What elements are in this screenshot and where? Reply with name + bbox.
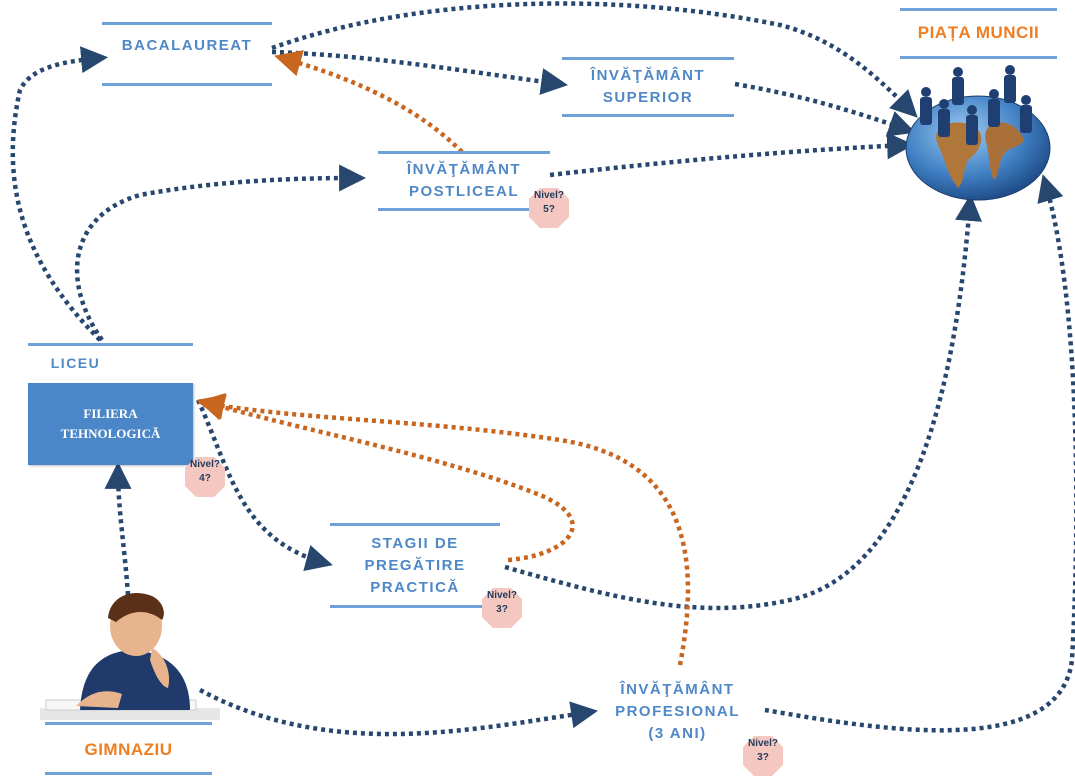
nivel-badge-stagii-num: 3? xyxy=(496,604,508,615)
nivel-badge-profesional: Nivel? 3? xyxy=(741,734,785,778)
filiera-label-line2: TEHNOLOGICĂ xyxy=(60,426,161,441)
arrow-bacalaureat-piata xyxy=(271,1,918,118)
bacalaureat-label: BACALAUREAT xyxy=(121,37,253,54)
node-invatamant-superior: ÎNVĂŢĂMÂNT SUPERIOR xyxy=(562,57,734,117)
gimnaziu-rule-top xyxy=(45,722,212,725)
profesional-label-line2: PROFESIONAL xyxy=(615,703,740,720)
arrow-gimnaziu-profesional xyxy=(198,688,599,737)
nivel-badge-stagii: Nivel? 3? xyxy=(480,586,524,630)
piata-muncii-title: PIAȚA MUNCII xyxy=(917,23,1040,42)
piata-muncii-rule-top xyxy=(900,8,1057,11)
gimnaziu-title: GIMNAZIU xyxy=(84,740,173,759)
arrow-profesional-piata xyxy=(764,174,1075,733)
postliceal-label-line2: POSTLICEAL xyxy=(408,183,519,200)
nivel-badge-profesional-num: 3? xyxy=(757,752,769,763)
thinking-student-icon xyxy=(40,592,220,720)
nivel-badge-stagii-word: Nivel? xyxy=(486,590,517,601)
arrow-postliceal-bacalaureat xyxy=(274,50,464,154)
arrow-postliceal-piata xyxy=(549,132,915,178)
arrow-stagii-filiera xyxy=(197,394,575,563)
nivel-badge-filiera-num: 4? xyxy=(199,473,211,484)
nivel-badge-profesional-word: Nivel? xyxy=(747,738,778,749)
filiera-label-line1: FILIERA xyxy=(83,406,138,421)
node-filiera-tehnologica: FILIERA TEHNOLOGICĂ xyxy=(28,383,193,465)
piata-muncii-rule-bottom xyxy=(900,56,1057,59)
arrow-superior-piata xyxy=(734,81,916,137)
nivel-badge-filiera: Nivel? 4? xyxy=(183,455,227,499)
arrow-stagii-piata xyxy=(504,193,982,611)
stagii-label-line2: PREGĂTIRE xyxy=(364,556,466,574)
profesional-label-line3: (3 ANI) xyxy=(648,725,707,742)
arrow-filiera-stagii xyxy=(195,399,333,572)
liceu-label: LICEU xyxy=(28,350,193,376)
arrow-profesional-filiera xyxy=(197,393,691,666)
node-invatamant-profesional: ÎNVĂŢĂMÂNT PROFESIONAL (3 ANI) xyxy=(590,673,765,751)
arrow-liceu-bacalaureat xyxy=(10,46,109,342)
nivel-badge-postliceal: Nivel? 5? xyxy=(527,186,571,230)
arrow-gimnaziu-filiera xyxy=(104,461,132,596)
stagii-label-line3: PRACTICĂ xyxy=(370,578,460,596)
node-invatamant-postliceal: ÎNVĂŢĂMÂNT POSTLICEAL xyxy=(378,151,550,211)
superior-label-line2: SUPERIOR xyxy=(602,89,694,106)
profesional-label-line1: ÎNVĂŢĂMÂNT xyxy=(620,681,735,698)
liceu-label-text: LICEU xyxy=(50,355,101,371)
nivel-badge-postliceal-num: 5? xyxy=(543,204,555,215)
nivel-badge-postliceal-word: Nivel? xyxy=(533,190,564,201)
node-bacalaureat: BACALAUREAT xyxy=(102,22,272,86)
postliceal-label-line1: ÎNVĂŢĂMÂNT xyxy=(406,161,522,178)
arrow-liceu-postliceal xyxy=(74,164,367,342)
liceu-rule-top xyxy=(28,343,193,346)
superior-label-line1: ÎNVĂŢĂMÂNT xyxy=(590,67,706,84)
node-stagii-pregatire-practica: STAGII DE PREGĂTIRE PRACTICĂ xyxy=(330,523,500,608)
arrow-bacalaureat-superior xyxy=(271,49,569,95)
nivel-badge-filiera-word: Nivel? xyxy=(189,459,220,470)
globe-with-business-people-icon xyxy=(905,65,1051,201)
gimnaziu-rule-bottom xyxy=(45,772,212,775)
stagii-label-line1: STAGII DE xyxy=(371,534,459,552)
